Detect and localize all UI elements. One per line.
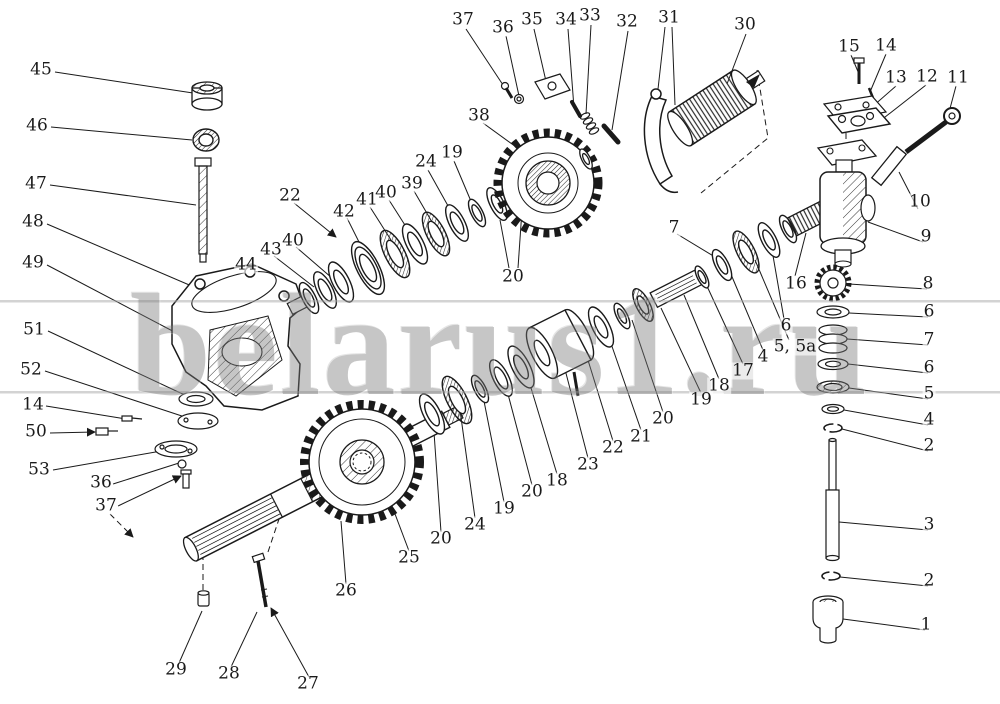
middle-shaft-segment	[649, 269, 703, 309]
bolt-47	[194, 157, 212, 263]
middle-axis-rings-3	[694, 214, 798, 289]
ring-behind-gear-38	[579, 148, 593, 170]
right-column-parts	[812, 264, 852, 644]
watermark-lines	[0, 300, 1000, 394]
coupling-hub	[525, 308, 595, 380]
middle-axis-rings	[418, 345, 580, 435]
top-small-parts	[500, 73, 621, 145]
gear-38	[493, 128, 603, 238]
bottom-small-parts	[197, 552, 269, 608]
clutch-coupling-30	[667, 69, 766, 147]
bearing-46	[192, 128, 220, 152]
middle-axis-rings-2	[587, 287, 654, 348]
upper-axis-rings	[298, 186, 508, 315]
shift-fork-31	[643, 88, 679, 194]
direction-arrow	[746, 74, 760, 88]
gear-25	[300, 400, 424, 524]
left-gasket-stack	[95, 391, 219, 489]
right-top-parts	[822, 57, 961, 187]
housing-left	[171, 263, 305, 411]
cap-bushing-45	[191, 81, 223, 111]
housing-9	[816, 139, 878, 268]
